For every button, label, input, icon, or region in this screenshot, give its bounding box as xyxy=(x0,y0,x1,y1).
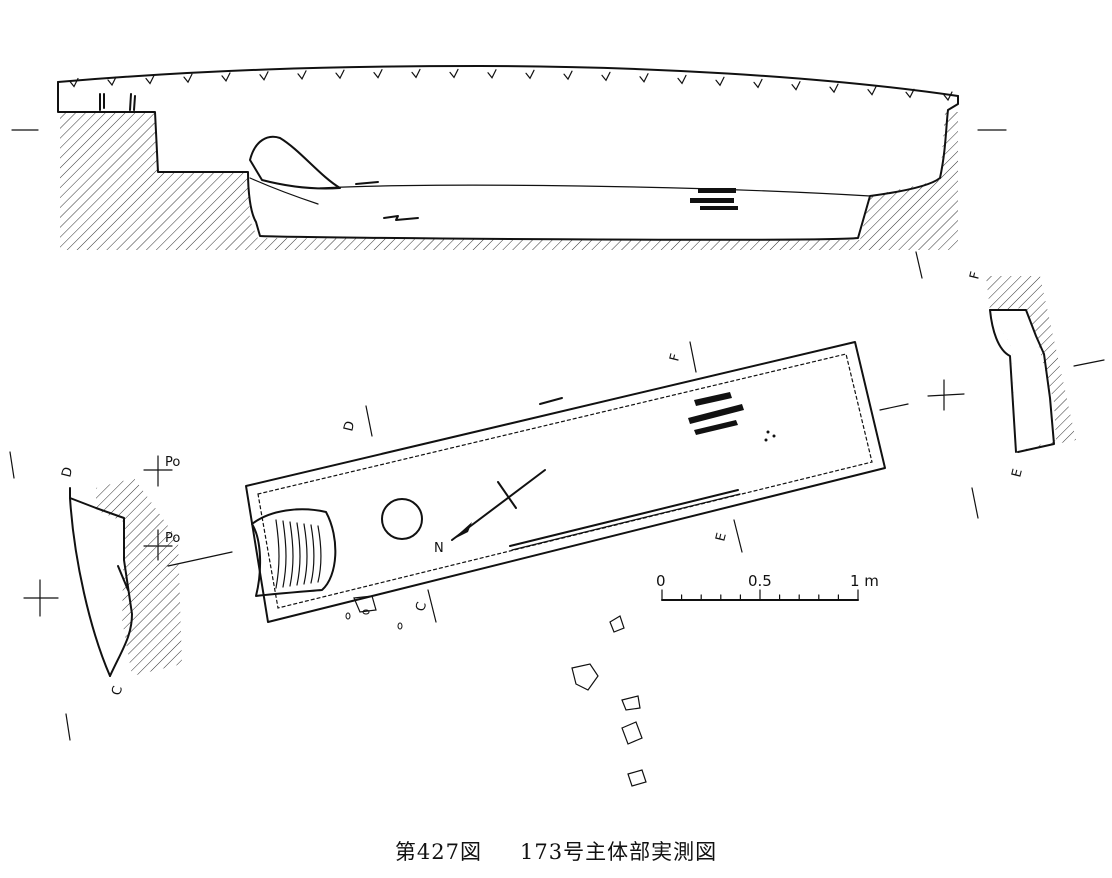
pit-section-outline xyxy=(57,81,959,241)
rod-artifact-edge xyxy=(511,493,741,551)
headrest-line xyxy=(249,177,319,205)
label-f: F xyxy=(667,352,683,363)
figure-caption: 第427図 173号主体部実測図 xyxy=(0,836,1112,866)
label-c: C xyxy=(413,601,430,613)
label-right-f: F xyxy=(967,270,983,281)
north-label: N xyxy=(434,541,444,556)
post-mark-1 xyxy=(99,93,105,111)
cross-section-left: D C xyxy=(9,451,182,741)
figure-title: 173号主体部実測図 xyxy=(520,840,718,864)
headrest-stripes xyxy=(275,519,322,589)
right-section-outline xyxy=(989,309,1055,453)
round-object xyxy=(381,498,423,540)
scale-bar: 0 0.5 1 m xyxy=(656,572,879,601)
coffin-inner-outline xyxy=(257,353,873,609)
datum-label-1: Po xyxy=(165,455,180,470)
section-line-d xyxy=(365,405,373,437)
left-section-inner xyxy=(69,497,111,677)
label-e: E xyxy=(713,531,730,543)
label-left-c: C xyxy=(109,685,126,697)
label-d: D xyxy=(341,420,358,433)
section-mark xyxy=(539,397,563,405)
section-soil-hatch xyxy=(60,112,958,250)
coffin-outline xyxy=(245,341,886,623)
left-section-outline xyxy=(69,487,133,677)
rod-artifact xyxy=(509,489,739,547)
left-section-artifact xyxy=(117,565,129,591)
longitudinal-section xyxy=(11,65,1007,250)
section-line-e xyxy=(733,519,743,553)
artifact-small-1 xyxy=(355,181,379,185)
small-pebbles xyxy=(345,609,403,630)
right-section-inner xyxy=(989,309,1017,453)
iron-fragments-section xyxy=(690,188,738,210)
ground-surface-line xyxy=(57,65,959,97)
bead-cluster xyxy=(764,430,776,442)
plan-headrest xyxy=(251,508,337,597)
cross-section-right: F E xyxy=(915,251,1105,519)
scale-label-half: 0.5 xyxy=(748,572,772,590)
section-line-f xyxy=(689,341,697,373)
scattered-stones xyxy=(353,595,647,787)
scale-label-0: 0 xyxy=(656,572,666,590)
surface-ticks xyxy=(69,68,953,102)
floor-line xyxy=(319,184,871,197)
scale-label-1m: 1 m xyxy=(850,572,879,590)
north-arrow: N xyxy=(434,469,546,556)
label-right-e: E xyxy=(1009,467,1026,479)
section-line-c xyxy=(427,589,437,623)
figure-number: 第427図 xyxy=(394,840,482,864)
axis-line-right xyxy=(879,403,909,411)
iron-fragments-plan xyxy=(688,392,744,435)
label-left-d: D xyxy=(59,466,76,479)
artifact-small-2 xyxy=(383,215,419,221)
post-mark-2 xyxy=(129,93,136,111)
headrest-object xyxy=(249,135,341,190)
